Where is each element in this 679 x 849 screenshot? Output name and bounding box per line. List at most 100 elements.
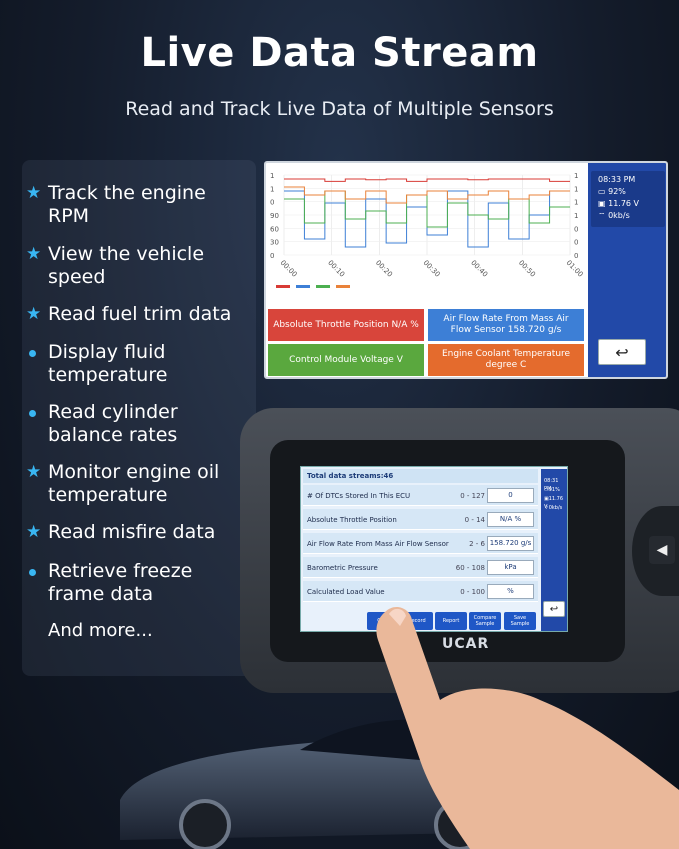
y-tick-label: 0: [270, 252, 274, 260]
parameter-name: Calculated Load Value: [307, 588, 385, 596]
legend-swatch: [336, 285, 350, 288]
car-wheel-front: [179, 799, 231, 849]
voltage-value: 11.76 V: [544, 496, 564, 510]
tile-throttle-position[interactable]: Absolute Throttle Position N/A %: [268, 309, 424, 341]
y-tick-label-right: 1: [574, 212, 578, 220]
parameter-value: 158.720 g/s: [487, 536, 534, 551]
back-button[interactable]: ↩: [543, 601, 565, 617]
voltage-icon: ▣11.76 V: [544, 496, 564, 510]
status-sidebar-small: 08:31 PM ▭91% ▣11.76 V ⌔0kb/s ↩: [541, 469, 567, 631]
clock-text: 08:31 PM: [544, 478, 559, 492]
action-button[interactable]: Save Sample: [504, 612, 536, 630]
hand-shape: [376, 606, 679, 849]
feature-text: View the vehicle: [48, 243, 205, 265]
voltage-icon: ▣ 11.76 V: [598, 199, 640, 208]
battery-level: 91%: [548, 487, 560, 493]
wifi-icon: ⌔0kb/s: [544, 505, 563, 511]
y-tick-label: 60: [270, 225, 279, 233]
network-rate: 0kb/s: [608, 211, 630, 220]
action-button[interactable]: Report: [435, 612, 467, 630]
star-icon: ★: [26, 522, 42, 542]
page-title: Live Data Stream: [140, 30, 539, 76]
y-tick-label: 1: [270, 172, 274, 180]
tile-coolant-temperature[interactable]: Engine Coolant Temperature degree C: [428, 344, 584, 376]
device-brand: UCAR: [442, 636, 490, 652]
star-icon: ★: [26, 304, 42, 324]
y-tick-label: 0: [270, 199, 274, 207]
tile-label: Absolute Throttle Position N/A %: [273, 319, 419, 330]
action-button[interactable]: Compare Sample: [469, 612, 501, 630]
feature-text: temperature: [48, 484, 168, 506]
feature-text: Read cylinder: [48, 401, 178, 423]
tile-label: Control Module Voltage V: [289, 354, 403, 365]
tile-air-flow-rate[interactable]: Air Flow Rate From Mass Air Flow Sensor …: [428, 309, 584, 341]
tile-label: Engine Coolant Temperature degree C: [441, 349, 571, 370]
back-button[interactable]: ↩: [598, 339, 646, 365]
network-rate: 0kb/s: [548, 505, 563, 511]
feature-text: balance rates: [48, 424, 178, 446]
parameter-value: 0: [487, 488, 534, 503]
legend-swatch: [276, 285, 290, 288]
graph-legend: [276, 285, 350, 288]
voltage-value: 11.76 V: [608, 199, 640, 208]
dot-icon: [29, 410, 36, 417]
feature-text: Read fuel trim data: [48, 303, 232, 325]
legend-swatch: [296, 285, 310, 288]
status-panel: [591, 171, 665, 227]
parameter-name: Barometric Pressure: [307, 564, 378, 572]
feature-text: speed: [48, 266, 106, 288]
fingernail: [389, 608, 406, 626]
parameter-value: N/A %: [487, 512, 534, 527]
legend-swatch: [316, 285, 330, 288]
y-tick-label-right: 0: [574, 252, 578, 260]
parameter-range: 0 - 14: [464, 516, 485, 524]
page-subtitle: Read and Track Live Data of Multiple Sen…: [125, 98, 554, 120]
battery-level: 92%: [608, 187, 626, 196]
parameter-name: # Of DTCs Stored In This ECU: [307, 492, 411, 500]
dot-icon: [29, 350, 36, 357]
parameter-name: Absolute Throttle Position: [307, 516, 397, 524]
wifi-icon: ⌔ 0kb/s: [598, 211, 630, 220]
feature-text: Read misfire data: [48, 521, 216, 543]
feature-text: Monitor engine oil: [48, 461, 220, 483]
y-tick-label-right: 1: [574, 185, 578, 193]
parameter-range: 60 - 108: [455, 564, 485, 572]
y-tick-label-right: 1: [574, 172, 578, 180]
back-arrow-icon: ↩: [615, 342, 629, 362]
star-icon: ★: [26, 462, 42, 482]
and-more-text: And more...: [48, 620, 153, 641]
data-stream-title: Total data streams:46: [303, 469, 538, 483]
dot-icon: [29, 569, 36, 576]
data-stream-screen: Total data streams:46 # Of DTCs Stored I…: [300, 466, 568, 632]
tile-control-module-voltage[interactable]: Control Module Voltage V: [268, 344, 424, 376]
feature-text: RPM: [48, 205, 90, 227]
graph-trace: [284, 186, 570, 204]
y-tick-label: 1: [270, 185, 274, 193]
feature-text: frame data: [48, 583, 154, 605]
parameter-value: kPa: [487, 560, 534, 575]
parameter-name: Air Flow Rate From Mass Air Flow Sensor: [307, 540, 449, 548]
y-tick-label: 30: [270, 239, 279, 247]
tile-label: Air Flow Rate From Mass Air Flow Sensor …: [443, 314, 569, 335]
feature-text: temperature: [48, 364, 168, 386]
graph-trace: [284, 178, 570, 182]
star-icon: ★: [26, 183, 42, 203]
feature-text: Retrieve freeze: [48, 560, 193, 582]
feature-text: Display fluid: [48, 341, 166, 363]
status-sidebar: 08:33 PM ▭ 92% ▣ 11.76 V ⌔ 0kb/s ↩: [588, 163, 666, 377]
left-arrow-icon[interactable]: ◀: [649, 536, 675, 564]
parameter-value: %: [487, 584, 534, 599]
battery-icon: ▭91%: [544, 487, 560, 493]
